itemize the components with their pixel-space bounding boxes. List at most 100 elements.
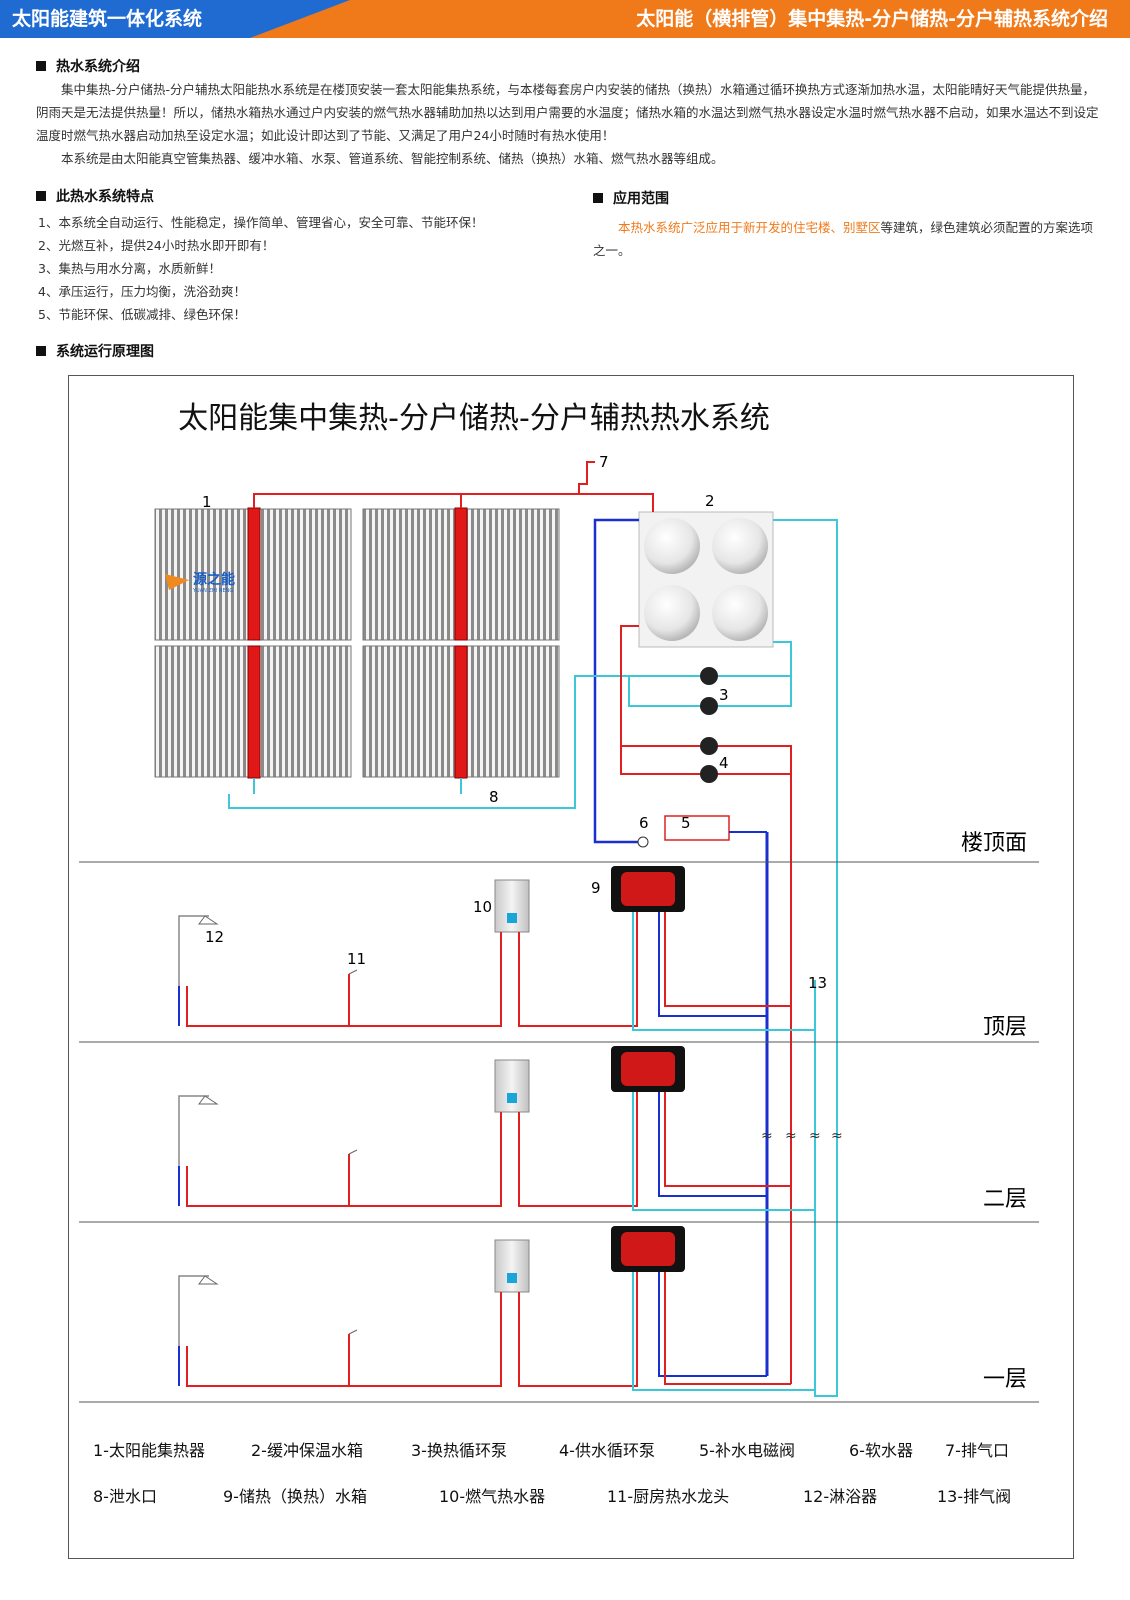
scope-title: 应用范围 <box>593 188 669 208</box>
floor-label-roof: 楼顶面 <box>961 831 1027 856</box>
diagram-section-title: 系统运行原理图 <box>36 341 154 361</box>
gas-water-heater <box>494 879 530 933</box>
intro-title-text: 热水系统介绍 <box>56 59 140 75</box>
collector-header <box>247 645 261 779</box>
pump-icon <box>700 737 718 755</box>
collector-return-pipe <box>228 675 629 809</box>
gas-heater-display-icon <box>507 913 517 923</box>
scope-rest: 等建筑，绿色建筑必须配置的方案选项之一。 <box>593 220 1094 258</box>
shower-pipe <box>178 1275 209 1346</box>
diagram-section-title-text: 系统运行原理图 <box>56 344 154 360</box>
callout-10: 10 <box>473 898 492 916</box>
shower-head-icon <box>198 1275 219 1285</box>
feature-item: 5、节能环保、低碳减排、绿色环保！ <box>38 307 246 322</box>
feature-item: 1、本系统全自动运行、性能稳定，操作简单、管理省心，安全可靠、节能环保！ <box>38 215 484 230</box>
legend-item: 5-补水电磁阀 <box>699 1441 795 1460</box>
buffer-tank <box>638 511 774 648</box>
svg-text:≈: ≈ <box>761 1128 773 1144</box>
return-riser <box>773 519 838 1397</box>
system-diagram-svg: 太阳能集中集热-分户储热-分户辅热热水系统 源之能 YUAN ZHI NENG … <box>79 401 1039 1506</box>
square-bullet-icon <box>36 191 46 201</box>
storage-tank-coil <box>621 1052 675 1086</box>
features-list: 1、本系统全自动运行、性能稳定，操作简单、管理省心，安全可靠、节能环保！ 2、光… <box>38 211 483 326</box>
feature-item: 2、光燃互补，提供24小时热水即开即有！ <box>38 238 275 253</box>
shower-pipe <box>178 1095 209 1166</box>
riser-break-symbols: ≈ ≈ ≈ ≈ <box>761 1128 843 1144</box>
scope-title-text: 应用范围 <box>613 191 669 207</box>
callout-1: 1 <box>202 493 212 511</box>
logo-swoosh-icon <box>165 574 189 590</box>
gas-water-heater <box>494 1239 530 1293</box>
diagram-title: 太阳能集中集热-分户储热-分户辅热热水系统 <box>178 401 770 436</box>
logo-text: 源之能 <box>193 571 235 588</box>
svg-text:≈: ≈ <box>831 1128 843 1144</box>
storage-tank-coil <box>621 1232 675 1266</box>
legend-item: 7-排气口 <box>945 1441 1009 1460</box>
callout-7: 7 <box>599 453 609 471</box>
shower-head-icon <box>198 915 219 925</box>
cold-supply-pipe <box>593 518 643 844</box>
storage-tank-coil <box>621 872 675 906</box>
pump-icon <box>700 697 718 715</box>
legend-item: 12-淋浴器 <box>803 1487 877 1506</box>
callout-13: 13 <box>808 974 827 992</box>
gas-heater-display-icon <box>507 1093 517 1103</box>
collector-hot-line <box>253 461 654 508</box>
gas-heater-display-icon <box>507 1273 517 1283</box>
kitchen-tap-icon <box>348 969 358 975</box>
legend-item: 2-缓冲保温水箱 <box>251 1441 363 1460</box>
softener-icon <box>637 836 649 848</box>
scope-body: 本热水系统广泛应用于新开发的住宅楼、别墅区等建筑，绿色建筑必须配置的方案选项之一… <box>593 216 1103 262</box>
legend-item: 13-排气阀 <box>937 1487 1011 1506</box>
floor-unit-second <box>178 1046 815 1211</box>
callout-12: 12 <box>205 928 224 946</box>
intro-body: 集中集热-分户储热-分户辅热太阳能热水系统是在楼顶安装一套太阳能集热系统，与本楼… <box>36 78 1104 170</box>
square-bullet-icon <box>36 61 46 71</box>
collector-header <box>454 645 468 779</box>
features-title: 此热水系统特点 <box>36 186 154 206</box>
kitchen-tap-icon <box>348 1329 358 1335</box>
svg-text:≈: ≈ <box>785 1128 797 1144</box>
shower-head-icon <box>198 1095 219 1105</box>
floor-label-second: 二层 <box>983 1187 1027 1212</box>
legend-item: 9-储热（换热）水箱 <box>223 1487 367 1506</box>
makeup-valve-assembly <box>637 815 767 848</box>
header-bar: 太阳能建筑一体化系统 太阳能（横排管）集中集热-分户储热-分户辅热系统介绍 <box>0 0 1130 38</box>
brand-logo: 源之能 YUAN ZHI NENG <box>165 571 235 594</box>
legend-item: 1-太阳能集热器 <box>93 1441 205 1460</box>
pump-icon <box>700 667 718 685</box>
gas-water-heater <box>494 1059 530 1113</box>
floor-label-top: 顶层 <box>983 1015 1027 1040</box>
legend-item: 11-厨房热水龙头 <box>607 1487 729 1506</box>
heat-exchange-pumps <box>628 641 792 715</box>
header-left-panel <box>0 0 250 38</box>
supply-pumps <box>620 625 792 1384</box>
callout-11: 11 <box>347 950 366 968</box>
header-left-title: 太阳能建筑一体化系统 <box>12 8 203 30</box>
features-title-text: 此热水系统特点 <box>56 189 154 205</box>
legend-item: 8-泄水口 <box>93 1487 157 1506</box>
floor-label-first: 一层 <box>983 1367 1027 1392</box>
callout-8: 8 <box>489 788 499 806</box>
intro-paragraph-2: 本系统是由太阳能真空管集热器、缓冲水箱、水泵、管道系统、智能控制系统、储热（换热… <box>61 151 724 166</box>
scope-paragraph: 本热水系统广泛应用于新开发的住宅楼、别墅区等建筑，绿色建筑必须配置的方案选项之一… <box>593 216 1103 262</box>
callout-9: 9 <box>591 879 601 897</box>
collector-header <box>454 507 468 641</box>
system-diagram: 太阳能集中集热-分户储热-分户辅热热水系统 源之能 YUAN ZHI NENG … <box>68 375 1074 1559</box>
callout-4: 4 <box>719 754 729 772</box>
shower-pipe <box>178 915 209 986</box>
intro-title: 热水系统介绍 <box>36 56 140 76</box>
intro-paragraph-1: 集中集热-分户储热-分户辅热太阳能热水系统是在楼顶安装一套太阳能集热系统，与本楼… <box>36 82 1099 143</box>
callout-3: 3 <box>719 686 729 704</box>
square-bullet-icon <box>593 193 603 203</box>
callout-5: 5 <box>681 814 691 832</box>
legend-item: 4-供水循环泵 <box>559 1441 655 1460</box>
logo-subtext: YUAN ZHI NENG <box>192 588 233 594</box>
svg-text:≈: ≈ <box>809 1128 821 1144</box>
floor-unit-first <box>178 1226 815 1391</box>
pump-icon <box>700 765 718 783</box>
legend-item: 10-燃气热水器 <box>439 1487 545 1506</box>
kitchen-tap-icon <box>348 1149 358 1155</box>
feature-item: 4、承压运行，压力均衡，洗浴劲爽！ <box>38 284 246 299</box>
floor-unit-top <box>178 866 815 1031</box>
